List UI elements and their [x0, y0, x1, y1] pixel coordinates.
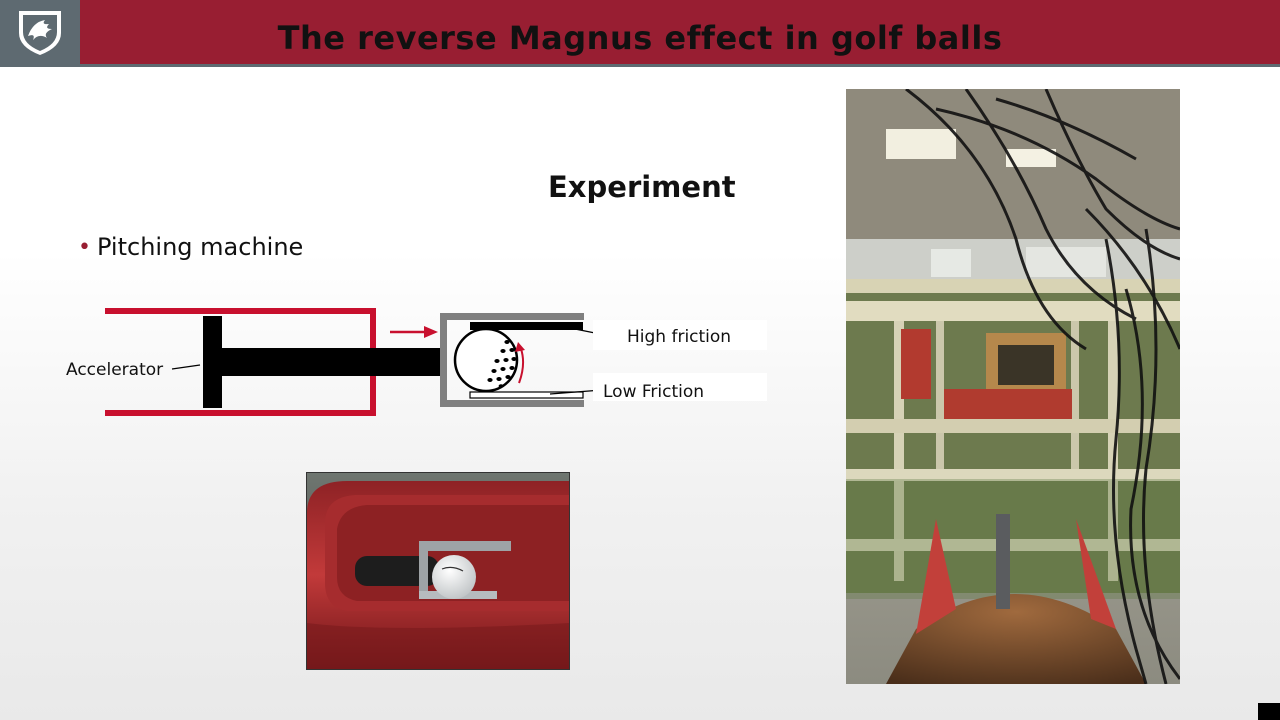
header-divider — [0, 64, 1280, 67]
slide-title: The reverse Magnus effect in golf balls — [80, 0, 1200, 64]
spin-arrow — [519, 349, 523, 383]
pitching-machine-diagram: Accelerator High friction Low Friction — [60, 300, 780, 425]
accelerator-leader — [172, 365, 200, 369]
piston-rod — [222, 348, 440, 376]
spin-arrow-head-icon — [515, 342, 525, 352]
university-shield-logo-icon — [0, 0, 80, 66]
experimental-setup-photo — [846, 89, 1180, 684]
golf-ball-icon — [455, 329, 517, 391]
bullet-dot-icon: • — [78, 235, 91, 260]
bullet-text: Pitching machine — [97, 233, 303, 261]
corner-marker — [1258, 703, 1280, 720]
accelerator-label: Accelerator — [66, 360, 163, 380]
piston-head — [203, 316, 222, 408]
bullet-item: • Pitching machine — [78, 233, 303, 261]
push-arrow-head-icon — [424, 326, 438, 338]
low-friction-label: Low Friction — [603, 382, 704, 402]
pitching-machine-photo — [306, 472, 570, 670]
section-heading: Experiment — [548, 170, 736, 204]
high-friction-label: High friction — [627, 327, 731, 347]
logo-panel — [0, 0, 80, 66]
